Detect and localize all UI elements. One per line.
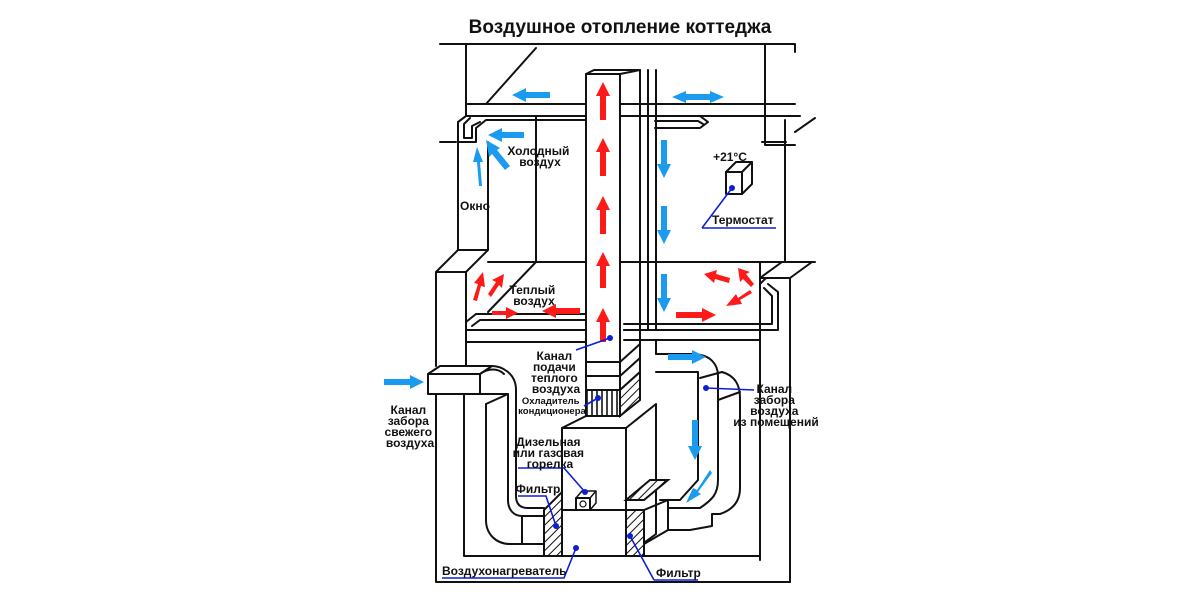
warm-arrow — [492, 307, 518, 319]
label-thermostat: Термостат — [712, 213, 774, 227]
cold-arrow — [668, 350, 706, 364]
leader-lines — [442, 185, 776, 581]
burner-icon — [575, 490, 597, 511]
warm-arrow — [596, 196, 610, 234]
cold-arrow — [688, 420, 702, 460]
cold-arrow — [686, 470, 712, 503]
cold-arrow — [657, 206, 671, 244]
warm-arrow — [473, 272, 485, 301]
warm-arrow — [596, 308, 610, 342]
warm-arrow — [596, 82, 610, 120]
warm-arrow — [738, 268, 754, 287]
label-warm-air: Теплый воздух — [509, 283, 558, 308]
fresh-air-duct — [427, 365, 545, 545]
warm-air-arrows — [473, 82, 754, 342]
label-cold-air: Холодный воздух — [507, 144, 572, 169]
warm-arrow — [596, 252, 610, 288]
warm-arrow — [542, 304, 580, 318]
diagram-title: Воздушное отопление коттеджа — [469, 17, 772, 38]
label-filter-left: Фильтр — [516, 482, 561, 496]
label-fresh-air-channel: Канал забора свежего воздуха — [385, 403, 436, 450]
filter-left — [543, 489, 563, 557]
warm-arrow — [596, 138, 610, 176]
warm-arrow — [704, 270, 730, 283]
cold-arrow — [657, 140, 671, 178]
lower-left-diffuser — [465, 313, 587, 331]
ac-cooler — [585, 369, 641, 419]
cold-arrow — [672, 91, 724, 103]
cold-arrow — [486, 140, 510, 170]
lower-right-grille — [623, 277, 779, 331]
label-supply-channel: Канал подачи теплого воздуха — [531, 349, 581, 396]
cold-air-arrows — [384, 88, 724, 503]
cold-arrow — [488, 128, 524, 142]
label-heater: Воздухонагреватель — [442, 564, 566, 578]
warm-arrow — [488, 274, 504, 297]
label-temperature: +21°C — [713, 150, 747, 164]
upper-left-diffuser — [457, 115, 587, 143]
label-window: Окно — [460, 199, 490, 213]
cold-arrow — [473, 147, 483, 186]
cold-arrow — [384, 375, 424, 389]
label-return-channel: Канал забора воздуха из помещений — [733, 382, 818, 429]
upper-right-diffuser — [654, 115, 709, 129]
text-labels: Холодный воздух Окно +21°C Термостат Теп… — [385, 144, 819, 580]
cold-arrow — [512, 88, 550, 102]
filter-right — [623, 479, 671, 557]
label-filter-bottom: Фильтр — [656, 566, 701, 580]
label-burner: Дизельная или газовая горелка — [513, 435, 588, 471]
warm-arrow — [726, 290, 752, 306]
label-cooler: Охладитель кондиционера — [518, 396, 586, 417]
warm-arrow — [676, 308, 716, 322]
cold-arrow — [657, 274, 671, 312]
